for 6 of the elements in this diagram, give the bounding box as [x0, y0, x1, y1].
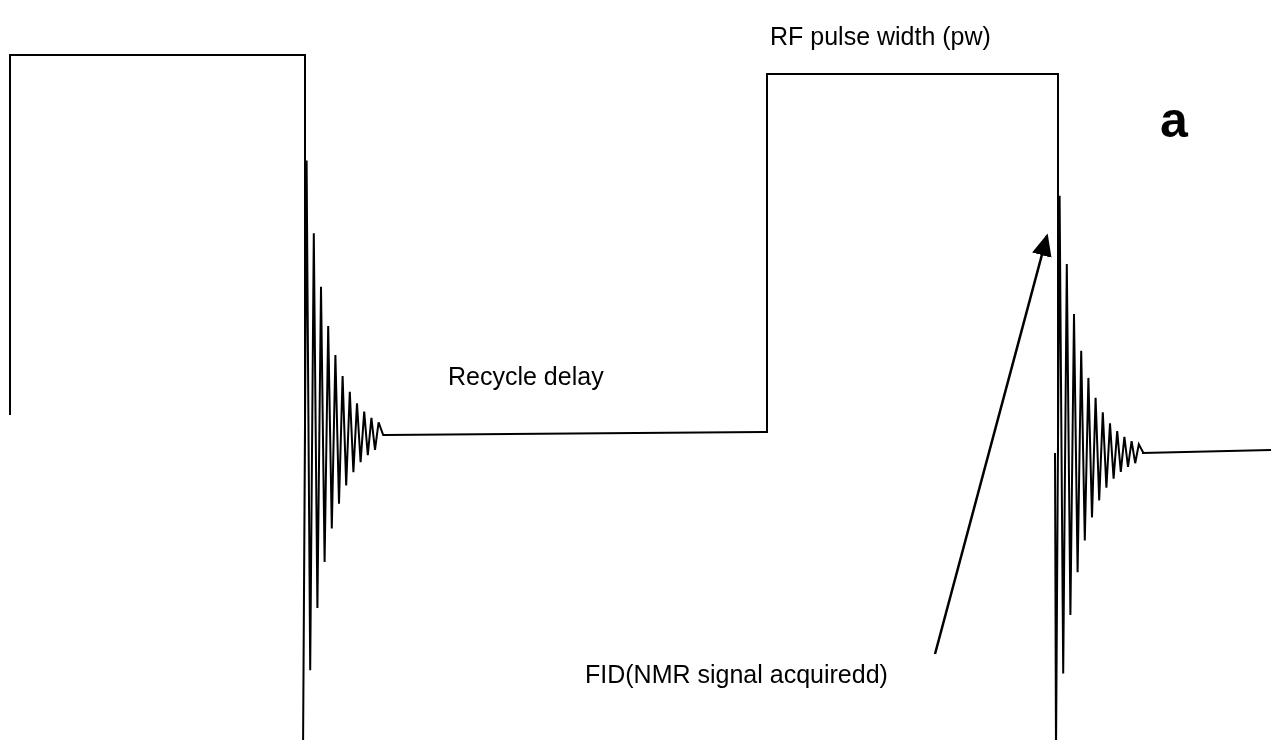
fid-signal-drawing [1054, 194, 1145, 740]
arrow [933, 233, 1052, 655]
annotation-text: FID(NMR signal acquiredd) [585, 660, 888, 689]
delay-label: Recycle delay [448, 362, 604, 391]
panel-letter: a [1160, 92, 1188, 150]
pulse-width-label: RF pulse width (pw) [770, 22, 991, 51]
